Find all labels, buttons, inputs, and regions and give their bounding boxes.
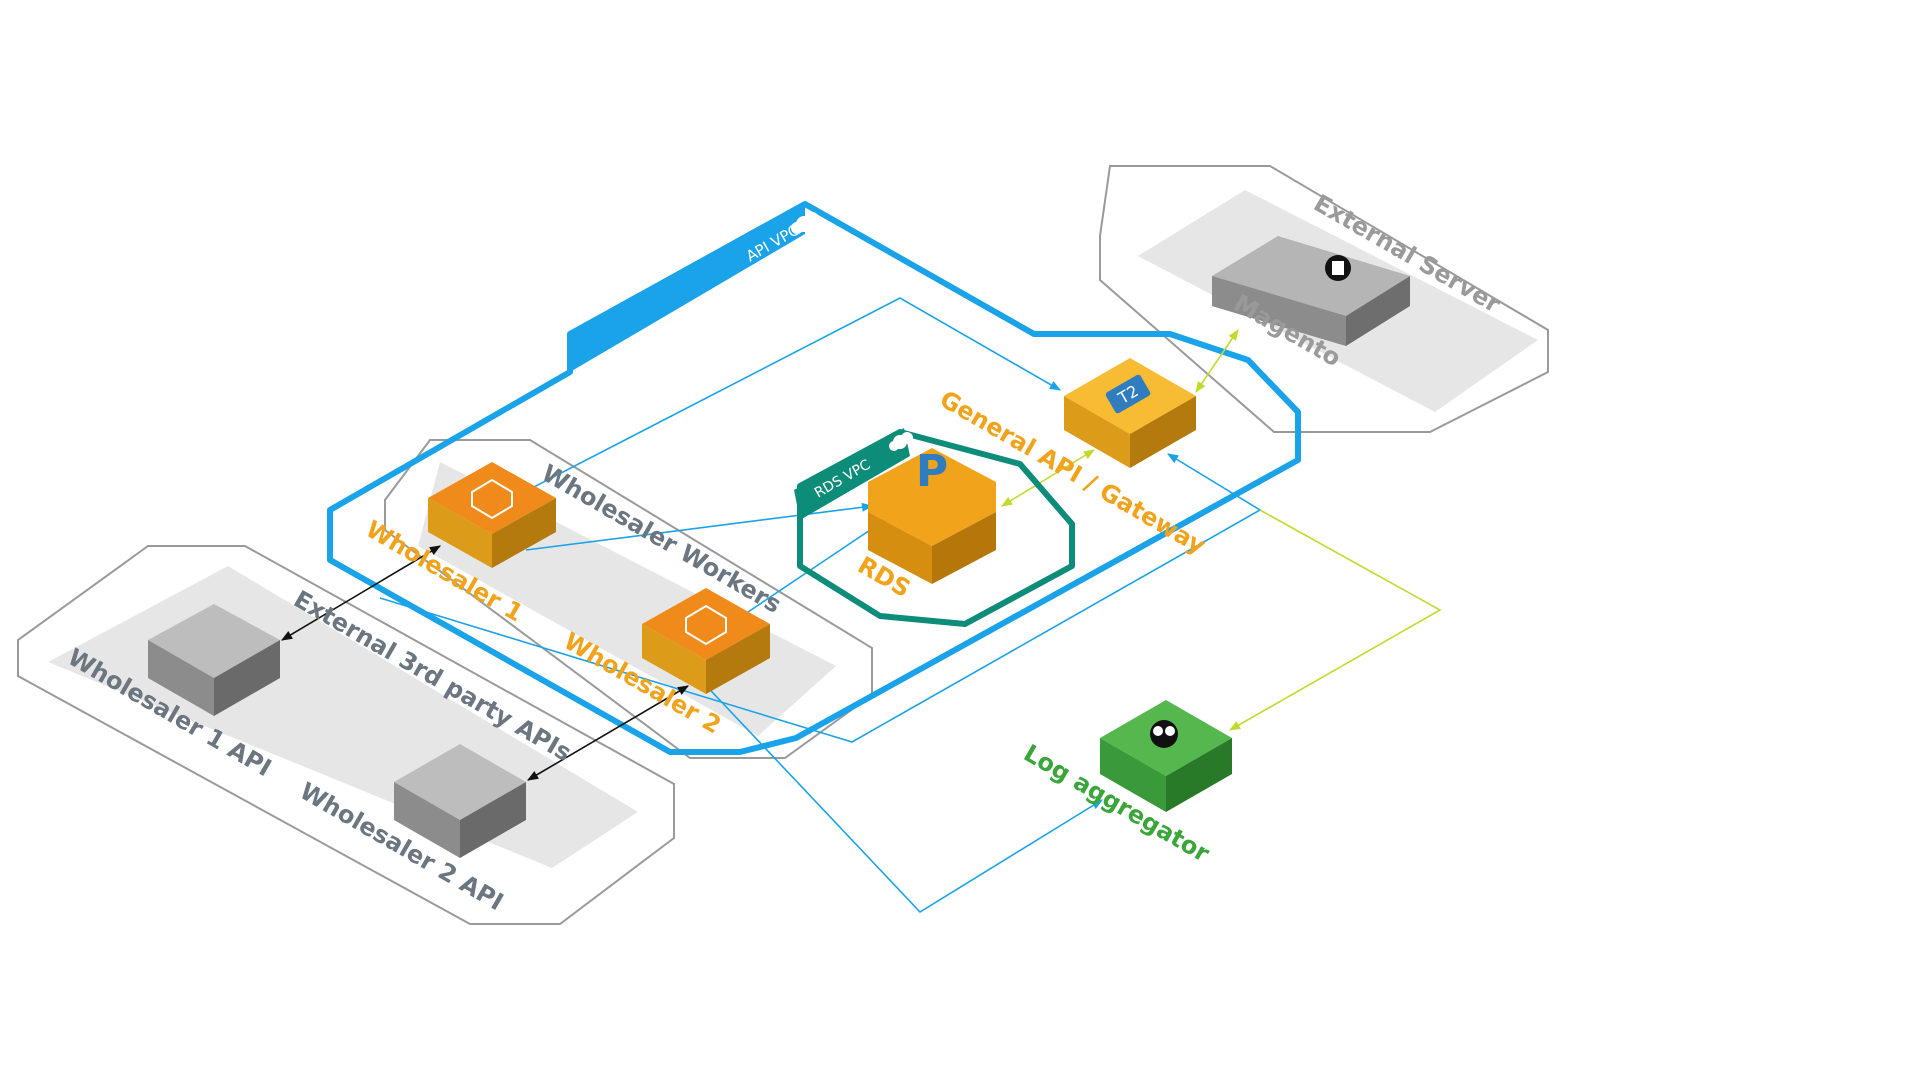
wholesaler2-api-node[interactable] bbox=[394, 744, 526, 858]
wholesaler1-node[interactable] bbox=[428, 462, 556, 568]
gateway-node[interactable]: T2 bbox=[1064, 358, 1196, 468]
lambda-function-icon bbox=[685, 604, 727, 646]
lambda-function-icon bbox=[471, 478, 513, 520]
blue-connections bbox=[379, 297, 1262, 914]
rds-vpc-group bbox=[794, 428, 1075, 627]
green-connections bbox=[1001, 329, 1442, 731]
log-aggregator-node[interactable] bbox=[1100, 700, 1232, 812]
elephant-icon bbox=[1150, 720, 1178, 748]
postgres-badge: P bbox=[916, 446, 948, 497]
wholesaler1-api-node[interactable] bbox=[148, 604, 280, 716]
cloud-icon bbox=[889, 432, 913, 451]
wholesaler2-node[interactable] bbox=[642, 588, 770, 694]
magento-node[interactable] bbox=[1212, 236, 1410, 346]
rds-node[interactable]: P bbox=[868, 446, 996, 584]
magento-icon bbox=[1325, 255, 1351, 281]
black-connections bbox=[281, 545, 689, 781]
api-vpc-group bbox=[327, 201, 1301, 755]
t2-badge bbox=[1105, 374, 1151, 414]
cloud-icon bbox=[791, 212, 819, 234]
